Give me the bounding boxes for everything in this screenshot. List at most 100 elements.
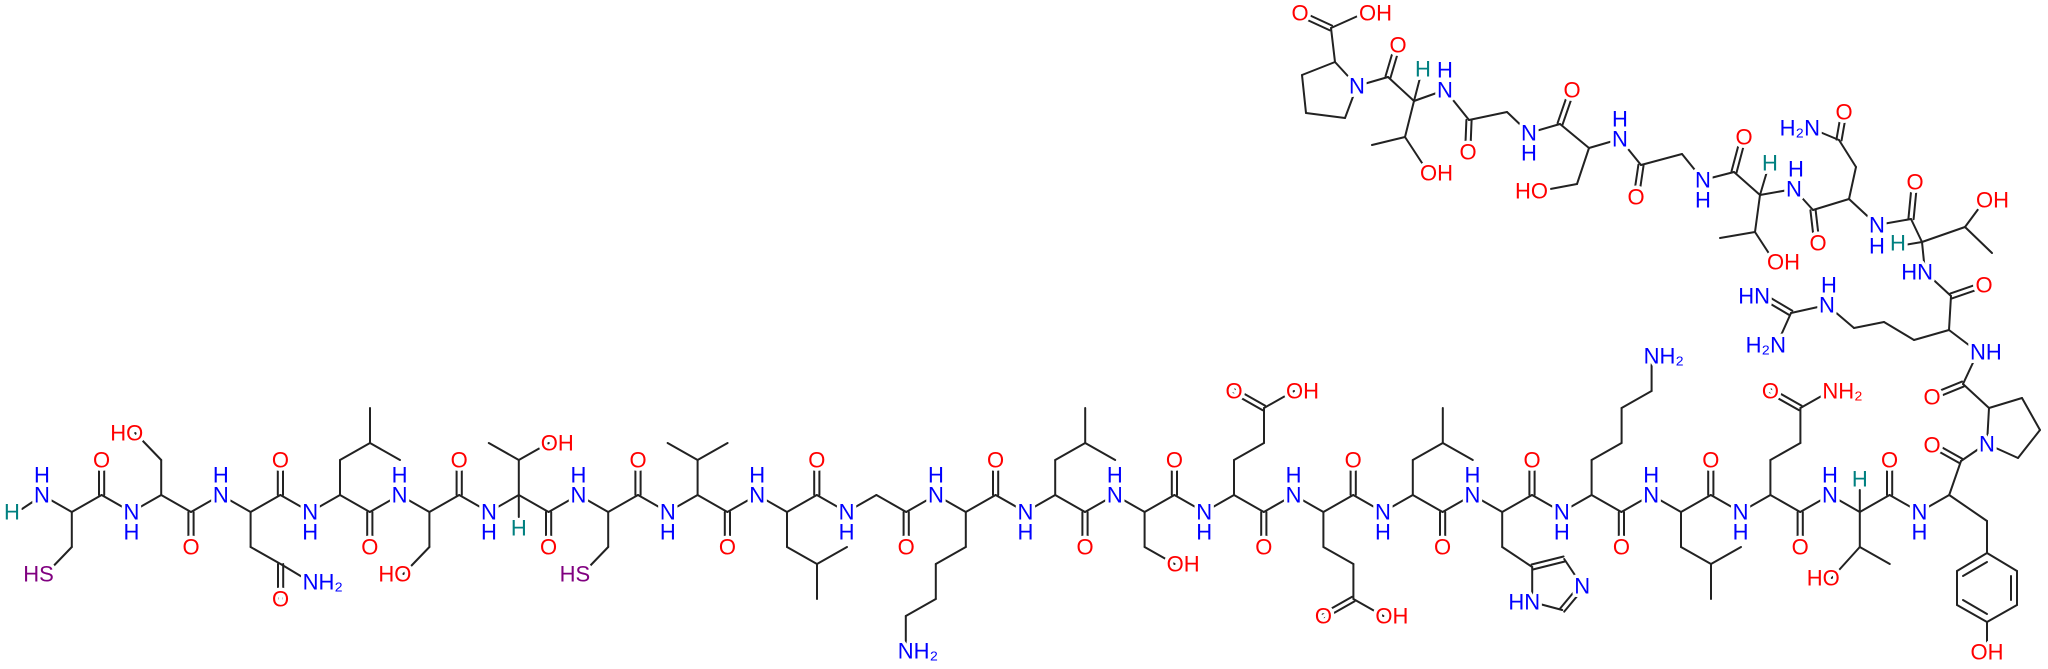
atom-label-oxygen: O [1735, 125, 1752, 150]
bond [1858, 546, 1891, 565]
atom-label-oxygen: O [898, 535, 915, 560]
bond [2017, 429, 2041, 459]
atom-label-oxygen: O [1906, 170, 1923, 195]
bond [1633, 163, 1640, 193]
bond [1809, 209, 1815, 238]
bond [1770, 387, 1803, 407]
atom-label-nitrogen: N [123, 500, 139, 525]
bond [1322, 546, 1355, 565]
bond [100, 494, 133, 513]
atom-label-nitrogen: N [1375, 500, 1391, 525]
bond [1590, 442, 1623, 461]
bond [1323, 600, 1356, 620]
bond [1561, 94, 1574, 126]
bond [1962, 599, 1988, 615]
bond [1559, 123, 1590, 149]
bond [1263, 390, 1295, 409]
bond [1799, 390, 1832, 409]
bond [1441, 442, 1474, 461]
atom-label-sulfur: HS [560, 562, 591, 587]
atom-label-oxygen: OH [1375, 604, 1408, 629]
bond [1404, 100, 1415, 138]
bond [1848, 198, 1878, 226]
bond [2021, 397, 2041, 431]
atom-label-nitrogen: H [481, 520, 497, 545]
bond [1560, 494, 1593, 513]
bond [1531, 560, 1566, 571]
atom-label-nitrogen: N [1349, 74, 1365, 99]
bond [1838, 139, 1857, 168]
atom-label-oxygen: O [1255, 535, 1272, 560]
atom-label-nitrogen: N [928, 483, 944, 508]
atom-label-nitrogen: H [302, 520, 318, 545]
bond [1814, 129, 1840, 141]
atom-label-nitrogen: N [660, 500, 676, 525]
atom-label-nitrogen: H [1788, 157, 1804, 182]
atom-label-nitrogen: H [123, 520, 139, 545]
bond [488, 494, 520, 513]
bond [1759, 188, 1795, 196]
atom-label-nitrogen: H [1695, 188, 1711, 213]
bond [1620, 390, 1653, 409]
atom-label-nitrogen: N [1643, 483, 1659, 508]
bond [339, 442, 371, 461]
bond [1709, 494, 1742, 513]
atom-label-oxygen: O [629, 448, 646, 473]
atom-label-oxygen: O [1627, 185, 1644, 210]
bond [1910, 218, 1923, 243]
bond [1411, 494, 1444, 513]
atom-label-oxygen: O [1835, 100, 1852, 125]
atom-label-nitrogen: H [1612, 107, 1628, 132]
atom-label-nitrogen: H [1017, 520, 1033, 545]
bond [249, 546, 282, 565]
atom-label-nitrogen: N [1574, 574, 1590, 599]
atom-label-oxygen: HO [1515, 179, 1548, 204]
bond [1948, 460, 1962, 496]
atom-label-oxygen: O [361, 535, 378, 560]
bond [1301, 74, 1307, 114]
bond [696, 442, 729, 461]
bond [1988, 397, 2023, 409]
atom-label-nitrogen: N [570, 483, 586, 508]
bond [994, 494, 1027, 513]
bond [428, 494, 461, 513]
bond [1321, 595, 1354, 615]
bond [726, 494, 759, 513]
bond [1356, 76, 1389, 87]
atom-label-oxygen: O [1434, 535, 1451, 560]
atom-label-nitrogen: N [213, 483, 229, 508]
atom-label-nitrogen: H [1643, 463, 1659, 488]
bond [1814, 208, 1820, 237]
atom-label-nitrogen: N [1196, 500, 1212, 525]
bond [1371, 136, 1406, 146]
bond [1730, 140, 1741, 173]
bond [130, 494, 163, 513]
bond [666, 494, 699, 513]
atom-label-oxygen: O [1809, 231, 1826, 256]
atom-label-oxygen: OH [1359, 1, 1392, 26]
atom-label-oxygen: O [1345, 448, 1362, 473]
bond [1590, 494, 1623, 513]
bond [1638, 164, 1645, 194]
bond [1556, 93, 1569, 125]
bond [1764, 293, 1794, 312]
atom-label-oxygen: O [808, 448, 825, 473]
bond [1084, 494, 1116, 513]
bond [1830, 546, 1861, 579]
bond [190, 494, 222, 513]
bond [1907, 186, 1913, 220]
bond [1528, 123, 1561, 134]
bond [1024, 494, 1057, 513]
atom-label-nitrogen: N [1521, 121, 1537, 146]
atom-label-nitrogen: H [213, 463, 229, 488]
atom-label-nitrogen: HN [1901, 260, 1933, 285]
bond [1563, 558, 1584, 587]
bond [1650, 494, 1682, 513]
atom-label-nitrogen: N [1695, 168, 1711, 193]
bond [44, 546, 73, 575]
bond [1305, 12, 1334, 27]
atom-label-oxygen: O [1315, 604, 1332, 629]
bond [1413, 89, 1446, 102]
bond [1143, 494, 1176, 513]
